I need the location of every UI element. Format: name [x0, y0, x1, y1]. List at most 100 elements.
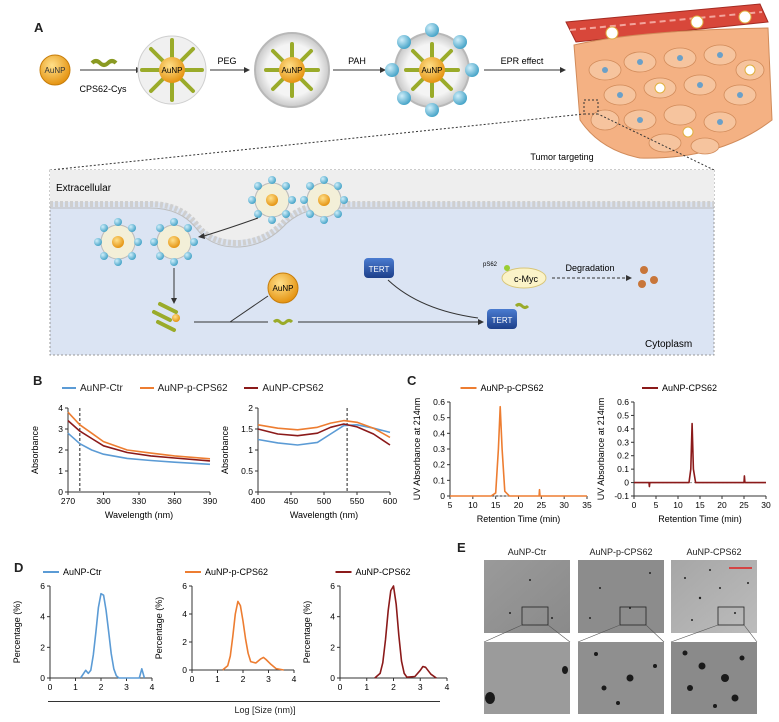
- x-tick-label: 300: [96, 496, 110, 506]
- y-axis-label: UV Absorbance at 214nm: [596, 398, 606, 501]
- x-tick-label: 1: [364, 682, 369, 692]
- aunp-pah-particle: AuNP: [385, 23, 479, 117]
- d-axis-bracket: [48, 701, 440, 702]
- zoom-box: [583, 99, 599, 115]
- tumor-tissue: [565, 3, 773, 159]
- y-tick-label: 6: [330, 581, 335, 591]
- aunp-label: AuNP: [162, 66, 183, 75]
- y-tick-label: 0.1: [433, 475, 445, 485]
- tert-label-2: TERT: [492, 316, 513, 325]
- tert-box-2: [487, 309, 517, 329]
- step-label-epr: EPR effect: [501, 56, 544, 66]
- tem-top-pcps: [578, 560, 664, 633]
- y-tick-label: 1: [58, 466, 63, 476]
- aunp-label: AuNP: [282, 66, 303, 75]
- x-tick-label: 400: [251, 496, 265, 506]
- series-line: [634, 422, 766, 488]
- x-tick-label: 10: [468, 500, 478, 510]
- tem-zoom-pcps: [578, 642, 664, 714]
- y-tick-label: 4: [330, 612, 335, 622]
- y-tick-label: 0.5: [617, 410, 629, 420]
- y-tick-label: 0: [248, 487, 253, 497]
- x-tick-label: 0: [48, 682, 53, 692]
- x-tick-label: 35: [582, 500, 592, 510]
- y-axis-label: Percentage (%): [302, 601, 312, 664]
- legend-cps: AuNP-CPS62: [262, 383, 324, 394]
- tem-images: [483, 560, 758, 714]
- y-tick-label: 2: [182, 637, 187, 647]
- series-line: [374, 585, 437, 679]
- y-tick-label: 3: [58, 424, 63, 434]
- y-tick-label: 0.5: [241, 466, 253, 476]
- x-tick-label: 270: [61, 496, 75, 506]
- x-tick-label: 15: [695, 500, 705, 510]
- y-axis-label: Absorbance: [30, 426, 40, 474]
- series-line: [257, 419, 391, 439]
- x-tick-label: 2: [391, 682, 396, 692]
- y-tick-label: 0.5: [433, 413, 445, 423]
- tem-top-ctr: [484, 560, 570, 633]
- y-tick-label: 0.6: [617, 397, 629, 407]
- y-axis-label: Percentage (%): [12, 601, 22, 664]
- y-tick-label: 0.3: [617, 437, 629, 447]
- y-tick-label: 2: [248, 403, 253, 413]
- cytoplasm-label: Cytoplasm: [645, 339, 692, 350]
- y-axis-label: UV Absorbance at 214nm: [412, 398, 422, 501]
- extracellular-label: Extracellular: [56, 183, 112, 194]
- x-tick-label: 3: [124, 682, 129, 692]
- x-tick-label: 390: [203, 496, 217, 506]
- legend-ctr: AuNP-Ctr: [80, 383, 123, 394]
- x-tick-label: 2: [241, 674, 246, 684]
- panel-letter-c: C: [407, 373, 417, 388]
- x-tick-label: 0: [190, 674, 195, 684]
- degradation-label: Degradation: [565, 263, 614, 273]
- y-tick-label: -0.1: [614, 491, 629, 501]
- panel-letter-e: E: [457, 540, 466, 555]
- aunp-peg-particle: AuNP: [254, 32, 330, 108]
- aunp-sphere: [39, 54, 71, 86]
- y-tick-label: 2: [330, 642, 335, 652]
- y-tick-label: 0: [40, 673, 45, 683]
- schematic-panel-a: AuNP CPS62-Cys AuNP PEG AuNP PAH: [39, 3, 773, 356]
- tem-zoom-ctr: [484, 642, 570, 714]
- x-tick-label: 25: [739, 500, 749, 510]
- released-peptides: [152, 302, 178, 332]
- y-tick-label: 0: [624, 478, 629, 488]
- step-label-cps62-cys: CPS62-Cys: [79, 84, 127, 94]
- x-tick-label: 25: [537, 500, 547, 510]
- series-line: [67, 432, 211, 466]
- chart-title: AuNP-CPS62: [356, 567, 411, 577]
- x-axis-label: Retention Time (min): [477, 514, 561, 524]
- y-tick-label: 0.2: [617, 451, 629, 461]
- x-tick-label: 10: [673, 500, 683, 510]
- series-line: [67, 411, 211, 460]
- series-line: [79, 592, 146, 679]
- y-tick-label: 0.3: [433, 444, 445, 454]
- x-tick-label: 500: [317, 496, 331, 506]
- x-tick-label: 20: [717, 500, 727, 510]
- x-tick-label: 1: [73, 682, 78, 692]
- tumor-targeting-label: Tumor targeting: [530, 152, 593, 162]
- x-tick-label: 2: [99, 682, 104, 692]
- chart-title: AuNP-p-CPS62: [481, 383, 544, 393]
- degraded-fragments: [638, 266, 658, 288]
- y-tick-label: 0: [182, 665, 187, 675]
- y-tick-label: 0: [330, 673, 335, 683]
- x-tick-label: 1: [215, 674, 220, 684]
- d-shared-xlabel: Log [Size (nm)]: [234, 705, 296, 715]
- y-tick-label: 2: [40, 642, 45, 652]
- series-line: [257, 423, 391, 446]
- y-tick-label: 0: [58, 487, 63, 497]
- series-line: [450, 405, 587, 497]
- x-tick-label: 4: [150, 682, 155, 692]
- y-tick-label: 6: [40, 581, 45, 591]
- aunp-peptide-particle: AuNP: [137, 35, 207, 105]
- x-tick-label: 5: [448, 500, 453, 510]
- chart-title: AuNP-Ctr: [63, 567, 102, 577]
- y-tick-label: 0.6: [433, 397, 445, 407]
- x-tick-label: 30: [761, 500, 771, 510]
